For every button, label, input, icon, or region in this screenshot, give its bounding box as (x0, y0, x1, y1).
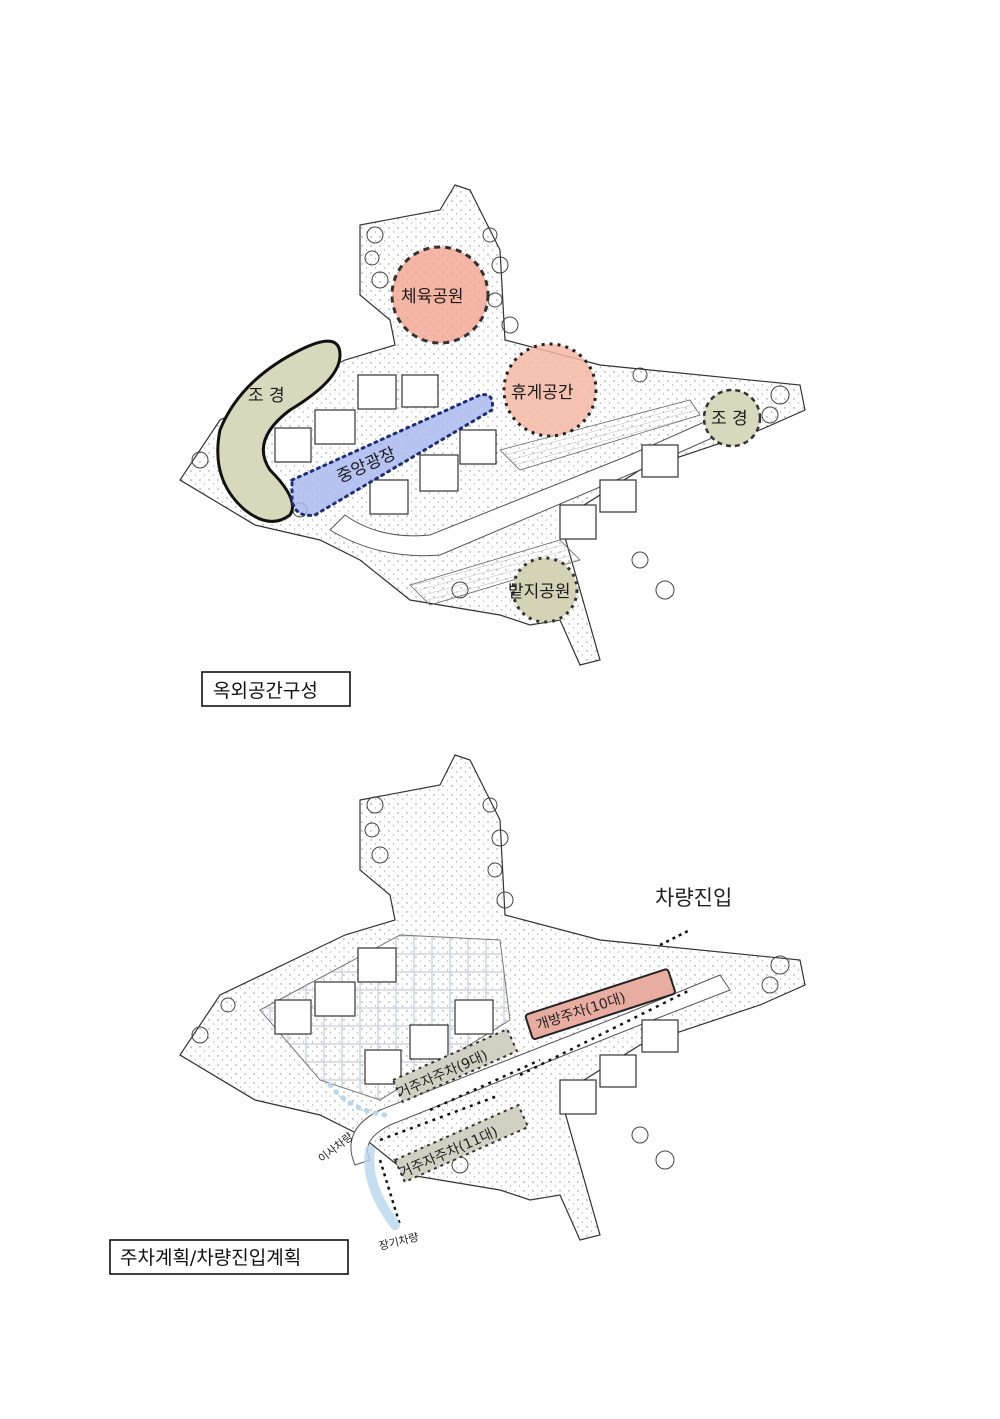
field-park-label: 밭지공원 (508, 582, 571, 602)
vehicle-path-bottom (364, 1145, 400, 1230)
field-park-area (511, 556, 579, 624)
rest-space-label: 휴게공간 (511, 383, 574, 403)
trees-bottom (191, 796, 790, 1174)
resident-parking-b-box (393, 1103, 530, 1184)
moving-vehicle-label: 이사차량 (316, 1130, 356, 1165)
vehicle-entry-label: 차량진입 (655, 886, 732, 910)
top-caption-box (201, 671, 351, 707)
bottom-caption-box (109, 1239, 349, 1275)
top-caption: 옥외공간구성 (201, 671, 351, 707)
building-blocks (274, 374, 679, 540)
road-hatch (499, 399, 701, 471)
zone-rest-space: 휴게공간 (502, 342, 598, 438)
central-plaza-area (290, 393, 494, 517)
parking-stalls (378, 928, 691, 1226)
landscape-left-label: 조 경 (248, 386, 285, 406)
top-site-plan: 조 경 중앙광장 체육공원 휴게공간 조 경 밭지공원 옥외공간구성 (179, 184, 806, 707)
grid-plaza (259, 934, 511, 1101)
parking-stalls-resident-b-row (379, 1093, 501, 1142)
bottom-site-plan: 개방주차(10대) 거주자주차(9대) 거주자주차(11대) 이사차량 장기차량… (109, 754, 806, 1275)
parking-stalls-entry (659, 928, 691, 947)
building-blocks-bottom (274, 947, 679, 1115)
long-term-vehicle-label: 장기차량 (378, 1231, 420, 1253)
top-caption-text: 옥외공간구성 (213, 680, 318, 702)
site-boundary (179, 184, 806, 666)
public-parking-box (524, 968, 676, 1040)
resident-parking-a-box (391, 1027, 519, 1104)
parking-stalls-long-term (378, 1159, 402, 1226)
rest-space-area (502, 342, 598, 438)
sports-park-area (390, 245, 490, 345)
sports-park-label: 체육공원 (401, 287, 464, 307)
bottom-caption: 주차계획/차량진입계획 (109, 1239, 349, 1275)
landscape-right-area (702, 388, 762, 448)
landscape-right-label: 조 경 (711, 409, 748, 429)
zone-field-park: 밭지공원 (508, 556, 579, 624)
bottom-caption-text: 주차계획/차량진입계획 (120, 1247, 301, 1269)
zone-landscape-right: 조 경 (702, 388, 762, 448)
zone-sports-park: 체육공원 (390, 245, 490, 345)
